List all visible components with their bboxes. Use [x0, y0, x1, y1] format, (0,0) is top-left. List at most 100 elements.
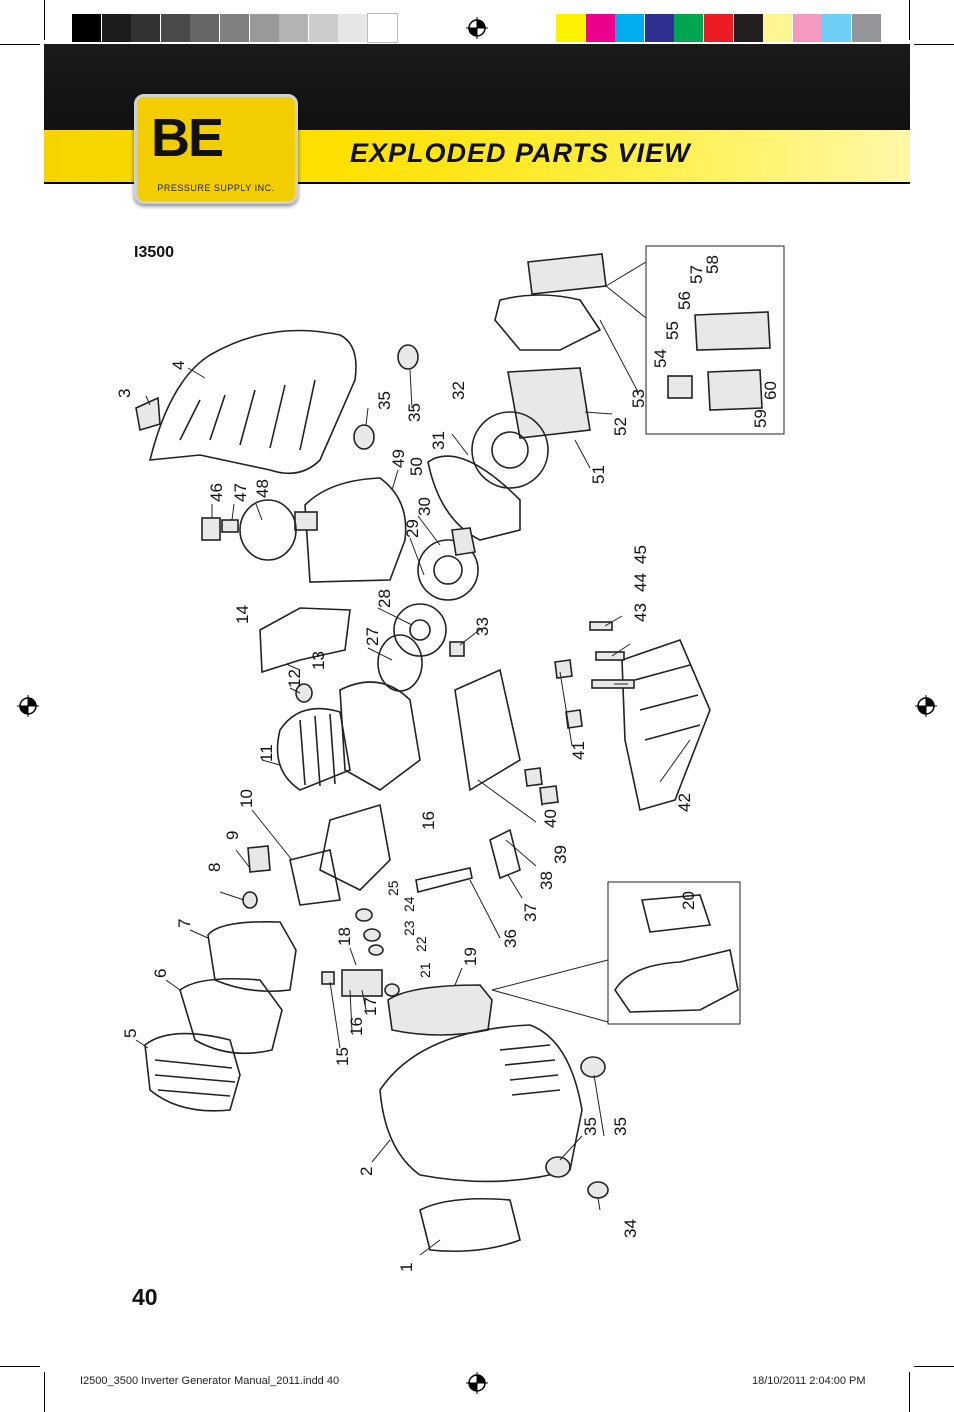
part-label: 32: [449, 381, 468, 400]
part-label: 14: [233, 605, 252, 624]
model-label: I3500: [134, 244, 175, 261]
part-label: 24: [401, 896, 417, 912]
part-label: 12: [285, 669, 304, 688]
part-label: 54: [651, 349, 670, 368]
part-label: 15: [333, 1047, 352, 1066]
part-label: 25: [385, 880, 401, 896]
part-label: 43: [631, 603, 650, 622]
part-label: 16: [419, 811, 438, 830]
part-label: 45: [631, 545, 650, 564]
footer-date: 18/10/2011 2:04:00 PM: [752, 1375, 866, 1387]
part-label: 56: [675, 291, 694, 310]
part-label: 48: [253, 479, 272, 498]
part-label: 60: [761, 381, 780, 400]
greyscale-swatch: [101, 14, 131, 42]
part-label: 49: [389, 449, 408, 468]
part-label: 2: [357, 1167, 376, 1176]
greyscale-swatch: [367, 13, 398, 43]
crop-mark: [0, 44, 40, 45]
crop-mark: [0, 1366, 40, 1367]
process-color-swatch: [556, 14, 585, 42]
process-color-swatch: [852, 14, 881, 42]
greyscale-swatch: [279, 14, 309, 42]
part-label: 8: [205, 863, 224, 872]
part-label: 6: [151, 969, 170, 978]
part-label: 44: [631, 573, 650, 592]
logo-letters: BE: [151, 108, 224, 168]
part-label: 36: [501, 929, 520, 948]
greyscale-swatch: [338, 14, 368, 42]
page-number: 40: [132, 1284, 158, 1310]
part-label: 27: [363, 627, 382, 646]
part-label: 28: [375, 589, 394, 608]
part-label: 20: [679, 891, 698, 910]
part-label: 18: [335, 927, 354, 946]
part-label: 46: [207, 483, 226, 502]
registration-mark-icon: [466, 1372, 488, 1394]
part-label: 37: [521, 903, 540, 922]
part-label: 21: [417, 962, 433, 978]
registration-mark-icon: [17, 695, 39, 717]
part-label: 10: [237, 789, 256, 808]
part-label: 7: [175, 919, 194, 928]
part-label: 35: [405, 403, 424, 422]
process-color-swatch: [704, 14, 733, 42]
part-label: 39: [551, 845, 570, 864]
process-color-swatch: [644, 14, 674, 42]
part-number-labels: 1 2 3 4 5 6 7 8 9 10 11 12 13 14 15 16 1…: [115, 255, 780, 1272]
part-label: 35: [611, 1117, 630, 1136]
greyscale-swatch: [190, 14, 220, 42]
part-label: 52: [611, 417, 630, 436]
part-label: 58: [703, 255, 722, 274]
registration-mark-icon: [466, 17, 488, 39]
greyscale-swatch: [131, 14, 161, 42]
part-label: 33: [473, 617, 492, 636]
process-color-swatch: [615, 14, 645, 42]
part-label: 41: [569, 741, 588, 760]
crop-mark: [44, 0, 45, 40]
part-label: 55: [663, 321, 682, 340]
part-label: 42: [675, 793, 694, 812]
crop-mark: [909, 1372, 910, 1412]
logo-subtext: PRESSURE SUPPLY INC.: [157, 183, 275, 193]
part-label: 30: [415, 497, 434, 516]
part-label: 53: [629, 389, 648, 408]
part-label: 57: [687, 265, 706, 284]
part-label: 40: [541, 809, 560, 828]
greyscale-swatch: [308, 14, 338, 42]
crop-mark: [914, 1366, 954, 1367]
footer-file-name: I2500_3500 Inverter Generator Manual_201…: [80, 1375, 340, 1387]
part-drawings: [135, 245, 785, 1252]
process-color-swatch: [822, 14, 852, 42]
part-label: 16: [347, 1017, 366, 1036]
part-label: 51: [589, 465, 608, 484]
process-color-swatch: [585, 14, 615, 42]
leader-lines: [135, 319, 691, 1256]
part-label: 1: [397, 1263, 416, 1272]
part-label: 50: [407, 457, 426, 476]
crop-mark: [909, 0, 910, 40]
registration-mark-icon: [915, 695, 937, 717]
page-title: EXPLODED PARTS VIEW: [350, 138, 691, 168]
part-label: 29: [403, 519, 422, 538]
part-label: 38: [537, 871, 556, 890]
part-label: 17: [361, 997, 380, 1016]
process-color-swatch: [674, 14, 704, 42]
part-label: 4: [169, 361, 188, 370]
greyscale-swatch: [160, 14, 190, 42]
greyscale-swatch: [72, 14, 101, 42]
part-label: 34: [621, 1219, 640, 1238]
crop-mark: [914, 44, 954, 45]
part-label: 35: [581, 1117, 600, 1136]
greyscale-swatch: [249, 14, 279, 42]
process-color-swatch: [763, 14, 793, 42]
process-color-swatch: [733, 14, 763, 42]
part-label: 3: [115, 389, 134, 398]
crop-mark: [44, 1372, 45, 1412]
part-label: 9: [223, 831, 242, 840]
part-label: 31: [429, 431, 448, 450]
part-label: 23: [401, 920, 417, 936]
process-color-swatch: [792, 14, 822, 42]
part-label: 35: [375, 391, 394, 410]
